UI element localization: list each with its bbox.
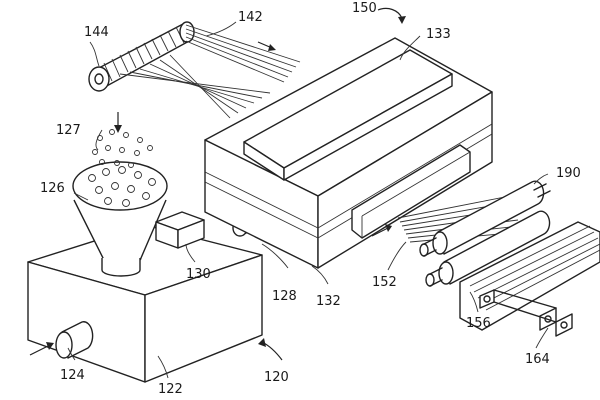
- label-122: 122: [158, 382, 183, 397]
- spool: [88, 21, 195, 92]
- falling-pellets: [92, 129, 153, 168]
- label-130: 130: [186, 267, 211, 282]
- label-132: 132: [316, 294, 341, 309]
- hopper: [72, 161, 168, 277]
- label-152: 152: [372, 275, 397, 290]
- die-outlet: [351, 144, 471, 239]
- output-profile-ends: [479, 289, 573, 337]
- hopper-pellets: [88, 166, 156, 207]
- strand-direction-arrow: [257, 41, 276, 51]
- label-144: 144: [84, 25, 109, 40]
- label-142: 142: [238, 10, 263, 25]
- label-156: 156: [466, 316, 491, 331]
- label-120: 120: [264, 370, 289, 385]
- label-126: 126: [40, 181, 65, 196]
- label-127: 127: [56, 123, 81, 138]
- leader-lines: [67, 21, 549, 379]
- upper-roller: [419, 180, 551, 257]
- label-133: 133: [426, 27, 451, 42]
- inlet-cylinder: [55, 321, 94, 359]
- label-164: 164: [525, 352, 550, 367]
- label-150: 150: [352, 1, 377, 16]
- strands-into-die: [119, 24, 301, 119]
- feed-arrow: [114, 112, 122, 133]
- label-190: 190: [556, 166, 581, 181]
- direction-arrows: [29, 7, 406, 361]
- label-124: 124: [60, 368, 85, 383]
- lower-roller: [425, 210, 551, 287]
- label-128: 128: [272, 289, 297, 304]
- control-block: [155, 211, 205, 249]
